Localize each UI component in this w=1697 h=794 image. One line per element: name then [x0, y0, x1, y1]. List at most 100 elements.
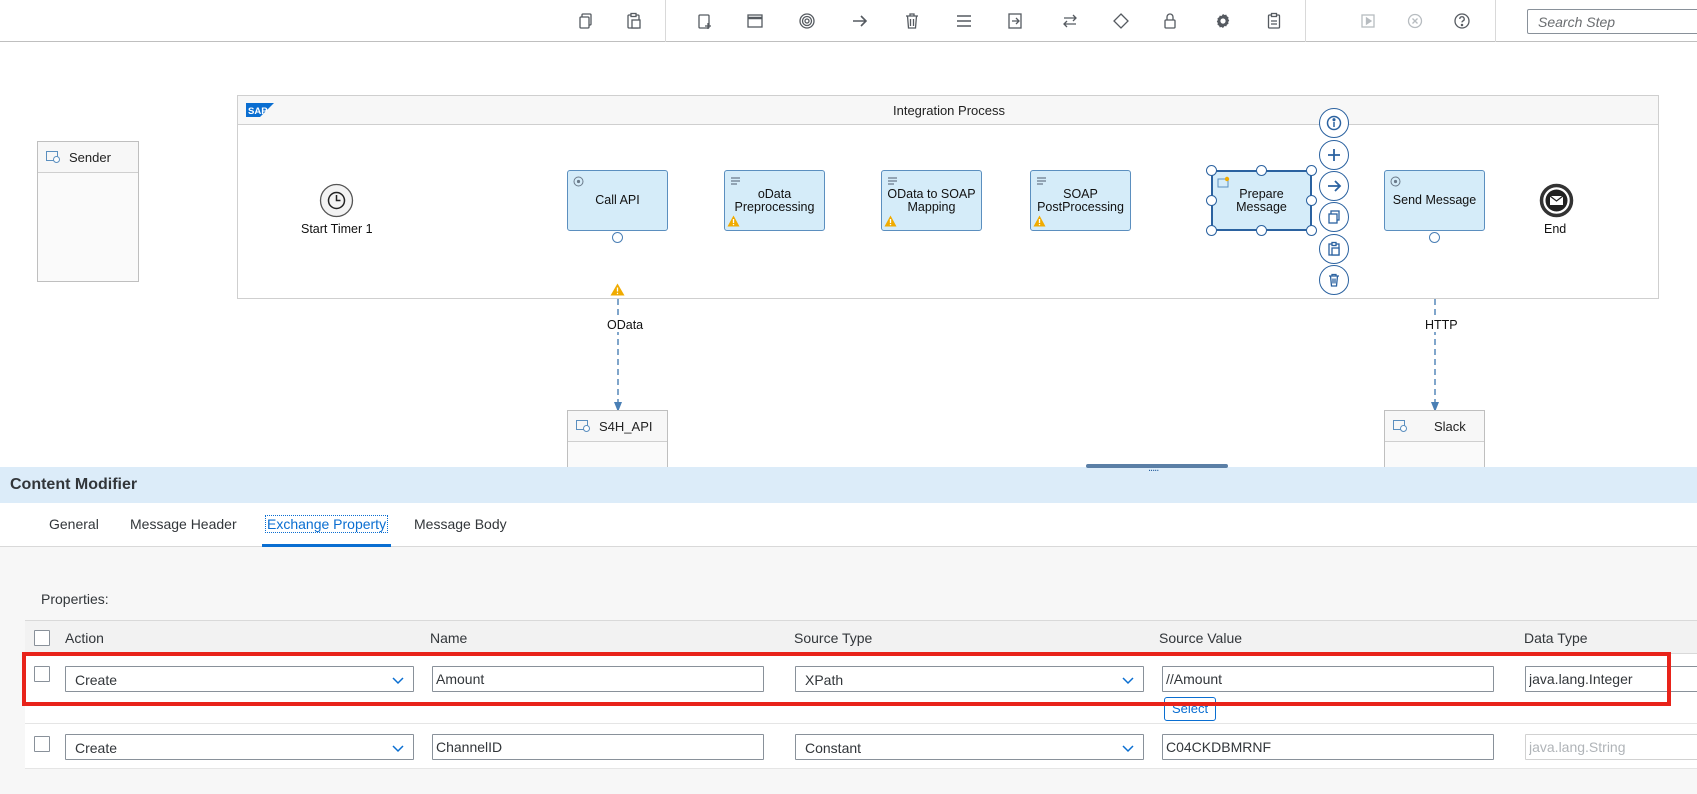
resize-handle[interactable] [1256, 165, 1267, 176]
step-call-api[interactable]: Call API [567, 170, 668, 231]
row-checkbox[interactable] [34, 666, 50, 682]
info-button[interactable] [1319, 108, 1349, 138]
receiver-slack[interactable]: Slack [1384, 410, 1485, 467]
odata-connection-label[interactable]: OData [606, 318, 645, 332]
chevron-down-icon [392, 745, 404, 753]
play-icon[interactable] [1355, 8, 1381, 34]
swap-arrows-icon[interactable] [1057, 8, 1083, 34]
http-connection-label[interactable]: HTTP [1424, 318, 1459, 332]
diamond-icon[interactable] [1108, 8, 1134, 34]
chevron-down-icon [392, 677, 404, 685]
resize-handle[interactable] [1306, 195, 1317, 206]
copy-icon [1328, 210, 1340, 224]
gear-icon [573, 176, 584, 187]
connection-port[interactable] [612, 232, 623, 243]
source-value-input[interactable] [1162, 666, 1494, 692]
sender-participant[interactable]: Sender [37, 141, 139, 282]
action-select[interactable]: Create [65, 666, 414, 692]
column-header: Name [430, 630, 468, 646]
toolbar [0, 0, 1697, 42]
cancel-icon[interactable] [1402, 8, 1428, 34]
paste-button[interactable] [1319, 234, 1349, 264]
gear-icon[interactable] [1210, 8, 1236, 34]
clock-icon [327, 191, 346, 210]
row-checkbox[interactable] [34, 736, 50, 752]
menu-lines-icon[interactable] [951, 8, 977, 34]
window-icon[interactable] [742, 8, 768, 34]
tab-message-header[interactable]: Message Header [130, 516, 237, 532]
add-step-icon[interactable] [692, 8, 718, 34]
chevron-down-icon [1122, 677, 1134, 685]
select-all-checkbox[interactable] [34, 630, 50, 646]
search-step-input[interactable] [1527, 9, 1697, 34]
panel-tabs: General Message Header Exchange Property… [0, 503, 1697, 547]
connect-button[interactable] [1319, 171, 1349, 201]
copy-button[interactable] [1319, 202, 1349, 232]
resize-handle[interactable] [1306, 225, 1317, 236]
paste-icon[interactable] [621, 8, 647, 34]
step-label-line2: Mapping [907, 199, 956, 214]
receiver-label: Slack [1434, 418, 1466, 434]
step-label-line1: Prepare [1239, 186, 1284, 201]
resize-handle[interactable] [1306, 165, 1317, 176]
copy-icon[interactable] [573, 8, 599, 34]
start-event-label: Start Timer 1 [301, 222, 373, 236]
source-type-select[interactable]: Constant [795, 734, 1144, 760]
source-type-select[interactable]: XPath [795, 666, 1144, 692]
process-canvas[interactable]: Sender SAP Integration Process Start Tim… [0, 43, 1697, 467]
warning-icon [1033, 215, 1046, 227]
table-header: Action Name Source Type Source Value Dat… [25, 620, 1697, 654]
tab-exchange-property[interactable]: Exchange Property [262, 503, 392, 547]
column-header: Source Value [1159, 630, 1243, 646]
resize-handle[interactable] [1206, 165, 1217, 176]
properties-label: Properties: [41, 591, 109, 607]
receiver-s4h-api[interactable]: S4H_API [567, 410, 668, 467]
help-icon[interactable] [1449, 8, 1475, 34]
column-header: Action [65, 630, 104, 646]
step-label: Call API [595, 193, 640, 207]
tab-message-body[interactable]: Message Body [414, 516, 507, 532]
participant-icon [1393, 420, 1407, 432]
step-label-line1: oData [757, 186, 792, 201]
source-value-input[interactable] [1162, 734, 1494, 760]
paste-icon [1328, 241, 1340, 256]
target-icon[interactable] [794, 8, 820, 34]
gear-icon [1390, 176, 1401, 187]
add-button[interactable] [1319, 140, 1349, 170]
splitter-grip[interactable]: ..... [1148, 462, 1159, 474]
export-icon[interactable] [1002, 8, 1028, 34]
content-modifier-icon [1217, 176, 1230, 188]
select-button[interactable]: Select [1164, 697, 1217, 721]
action-select[interactable]: Create [65, 734, 414, 760]
svg-text:SAP: SAP [248, 106, 268, 117]
sap-logo: SAP [246, 103, 274, 117]
step-label-line2: PostProcessing [1037, 199, 1124, 214]
name-input[interactable] [432, 734, 764, 760]
sender-label: Sender [69, 149, 111, 165]
clipboard-icon[interactable] [1261, 8, 1287, 34]
start-timer-event[interactable] [319, 183, 354, 218]
tab-general[interactable]: General [49, 516, 99, 532]
resize-handle[interactable] [1206, 225, 1217, 236]
name-input[interactable] [432, 666, 764, 692]
data-type-input[interactable] [1525, 666, 1697, 692]
resize-handle[interactable] [1206, 195, 1217, 206]
participant-icon [46, 151, 60, 163]
step-label-line2: Message [1236, 199, 1287, 214]
step-label-line1: SOAP [1063, 186, 1098, 201]
resize-handle[interactable] [1256, 225, 1267, 236]
warning-icon [884, 215, 897, 227]
end-event[interactable] [1539, 183, 1574, 218]
delete-icon[interactable] [899, 8, 925, 34]
arrow-right-icon[interactable] [847, 8, 873, 34]
lock-icon[interactable] [1157, 8, 1183, 34]
connection-port[interactable] [1429, 232, 1440, 243]
step-send-message[interactable]: Send Message [1384, 170, 1485, 231]
warning-icon [727, 215, 740, 227]
panel-splitter[interactable] [1086, 464, 1228, 468]
delete-button[interactable] [1319, 265, 1349, 295]
